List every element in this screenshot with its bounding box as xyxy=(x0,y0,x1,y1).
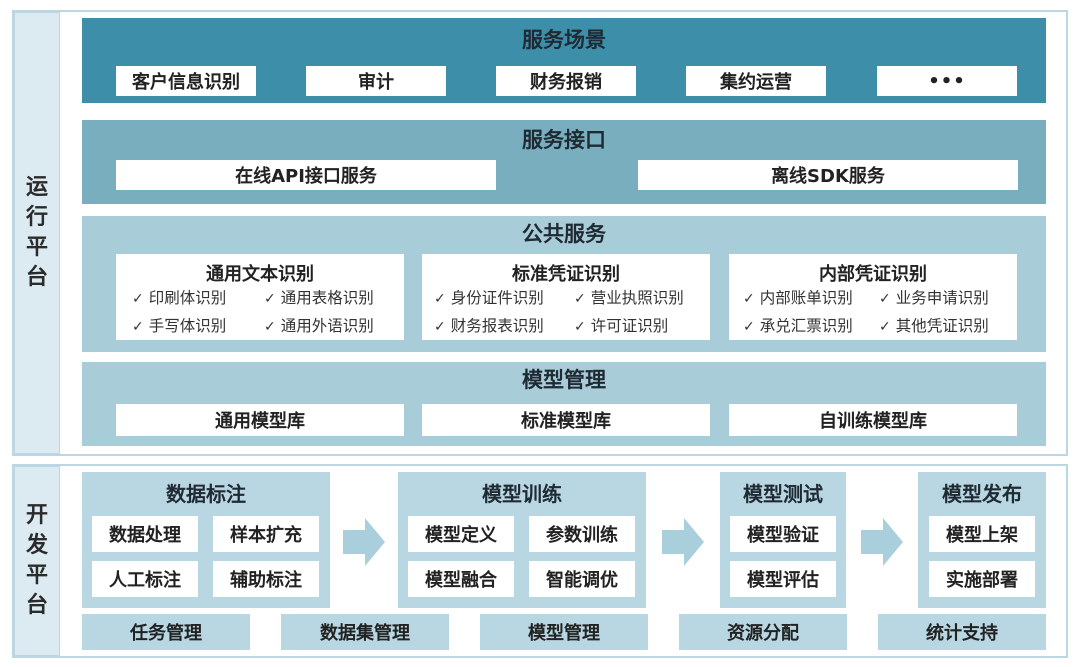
check-item: ✓业务申请识别 xyxy=(879,286,989,308)
check-icon: ✓ xyxy=(132,291,144,307)
check-icon: ✓ xyxy=(264,319,276,335)
dev-platform-label: 开发平台 xyxy=(25,503,48,618)
dev-stage-item: 样本扩充 xyxy=(213,516,319,552)
dev-stage-item: 实施部署 xyxy=(929,561,1035,597)
dev-platform-label-box: 开发平台 xyxy=(14,466,60,656)
check-icon: ✓ xyxy=(574,319,586,335)
model-lib-self-trained: 自训练模型库 xyxy=(729,404,1017,436)
dev-stage-item: 模型定义 xyxy=(408,516,514,552)
dev-stage-model-release: 模型发布 模型上架 实施部署 xyxy=(918,472,1046,608)
scenario-item-intensive-operation: 集约运营 xyxy=(686,66,826,96)
check-icon: ✓ xyxy=(879,319,891,335)
dev-stage-item: 辅助标注 xyxy=(213,561,319,597)
flow-arrow-icon xyxy=(662,518,704,566)
card-title: 通用文本识别 xyxy=(206,264,314,285)
dev-bottom-task-management: 任务管理 xyxy=(82,614,250,650)
scenario-item-customer-info: 客户信息识别 xyxy=(116,66,256,96)
check-item: ✓营业执照识别 xyxy=(574,286,684,308)
check-item: ✓其他凭证识别 xyxy=(879,314,989,336)
check-item-label: 通用表格识别 xyxy=(280,289,374,307)
dev-stage-data-labeling: 数据标注 数据处理 样本扩充 人工标注 辅助标注 xyxy=(82,472,330,608)
model-lib-standard: 标准模型库 xyxy=(422,404,710,436)
check-icon: ✓ xyxy=(264,291,276,307)
dev-stage-item: 模型融合 xyxy=(408,561,514,597)
service-interface-title: 服务接口 xyxy=(522,128,606,152)
dev-bottom-model-management: 模型管理 xyxy=(480,614,648,650)
check-icon: ✓ xyxy=(434,319,446,335)
check-item-label: 其他凭证识别 xyxy=(895,317,989,335)
check-item: ✓财务报表识别 xyxy=(434,314,544,336)
check-item-label: 许可证识别 xyxy=(590,317,669,335)
dev-bottom-resource-allocation: 资源分配 xyxy=(679,614,847,650)
check-item-label: 承兑汇票识别 xyxy=(759,317,853,335)
check-item: ✓身份证件识别 xyxy=(434,286,544,308)
flow-arrow-icon xyxy=(861,518,903,566)
check-item: ✓内部账单识别 xyxy=(743,286,853,308)
scenario-item-finance-reimbursement: 财务报销 xyxy=(496,66,636,96)
dev-stage-title: 模型发布 xyxy=(942,482,1022,506)
check-icon: ✓ xyxy=(879,291,891,307)
flow-arrow-icon xyxy=(343,518,385,566)
interface-item-online-api: 在线API接口服务 xyxy=(116,160,496,190)
check-item-label: 业务申请识别 xyxy=(895,289,989,307)
dev-stage-item: 模型验证 xyxy=(730,516,836,552)
check-item-label: 手写体识别 xyxy=(148,317,227,335)
card-title: 标准凭证识别 xyxy=(512,264,620,285)
check-item-label: 通用外语识别 xyxy=(280,317,374,335)
check-item-label: 内部账单识别 xyxy=(759,289,853,307)
check-item: ✓通用外语识别 xyxy=(264,314,374,336)
check-item-label: 身份证件识别 xyxy=(450,289,544,307)
check-icon: ✓ xyxy=(132,319,144,335)
dev-bottom-dataset-management: 数据集管理 xyxy=(281,614,449,650)
dev-stage-item: 模型上架 xyxy=(929,516,1035,552)
check-item-label: 印刷体识别 xyxy=(148,289,227,307)
run-platform-label-box: 运行平台 xyxy=(14,12,60,454)
check-item: ✓手写体识别 xyxy=(132,314,226,336)
dev-stage-title: 数据标注 xyxy=(166,482,246,506)
public-service-card-standard-voucher: 标准凭证识别 ✓身份证件识别 ✓营业执照识别 ✓财务报表识别 ✓许可证识别 xyxy=(422,254,710,340)
card-title: 内部凭证识别 xyxy=(819,264,927,285)
service-interface-band: 服务接口 在线API接口服务 离线SDK服务 xyxy=(82,120,1046,204)
dev-stage-title: 模型测试 xyxy=(743,482,823,506)
check-item: ✓印刷体识别 xyxy=(132,286,226,308)
dev-stage-item: 人工标注 xyxy=(92,561,198,597)
check-item: ✓许可证识别 xyxy=(574,314,668,336)
model-management-band: 模型管理 通用模型库 标准模型库 自训练模型库 xyxy=(82,362,1046,446)
check-item: ✓承兑汇票识别 xyxy=(743,314,853,336)
dev-stage-model-training: 模型训练 模型定义 参数训练 模型融合 智能调优 xyxy=(398,472,646,608)
model-lib-general: 通用模型库 xyxy=(116,404,404,436)
check-icon: ✓ xyxy=(743,319,755,335)
check-icon: ✓ xyxy=(574,291,586,307)
service-scenarios-title: 服务场景 xyxy=(522,28,606,52)
service-scenarios-band: 服务场景 客户信息识别 审计 财务报销 集约运营 ••• xyxy=(82,18,1046,103)
public-services-title: 公共服务 xyxy=(522,222,606,246)
dev-stage-item: 参数训练 xyxy=(529,516,635,552)
public-service-card-internal-voucher: 内部凭证识别 ✓内部账单识别 ✓业务申请识别 ✓承兑汇票识别 ✓其他凭证识别 xyxy=(729,254,1017,340)
dev-stage-item: 数据处理 xyxy=(92,516,198,552)
interface-item-offline-sdk: 离线SDK服务 xyxy=(638,160,1018,190)
dev-stage-item: 模型评估 xyxy=(730,561,836,597)
dev-stage-model-testing: 模型测试 模型验证 模型评估 xyxy=(720,472,846,608)
public-service-card-general-text: 通用文本识别 ✓印刷体识别 ✓通用表格识别 ✓手写体识别 ✓通用外语识别 xyxy=(116,254,404,340)
check-icon: ✓ xyxy=(743,291,755,307)
check-icon: ✓ xyxy=(434,291,446,307)
dev-stage-item: 智能调优 xyxy=(529,561,635,597)
dev-stage-title: 模型训练 xyxy=(482,482,562,506)
public-services-band: 公共服务 通用文本识别 ✓印刷体识别 ✓通用表格识别 ✓手写体识别 ✓通用外语识… xyxy=(82,216,1046,352)
scenario-item-more: ••• xyxy=(877,66,1017,96)
run-platform-label: 运行平台 xyxy=(25,175,48,290)
scenario-item-audit: 审计 xyxy=(306,66,446,96)
check-item: ✓通用表格识别 xyxy=(264,286,374,308)
dev-bottom-statistics-support: 统计支持 xyxy=(878,614,1046,650)
check-item-label: 财务报表识别 xyxy=(450,317,544,335)
model-management-title: 模型管理 xyxy=(522,368,606,392)
check-item-label: 营业执照识别 xyxy=(590,289,684,307)
